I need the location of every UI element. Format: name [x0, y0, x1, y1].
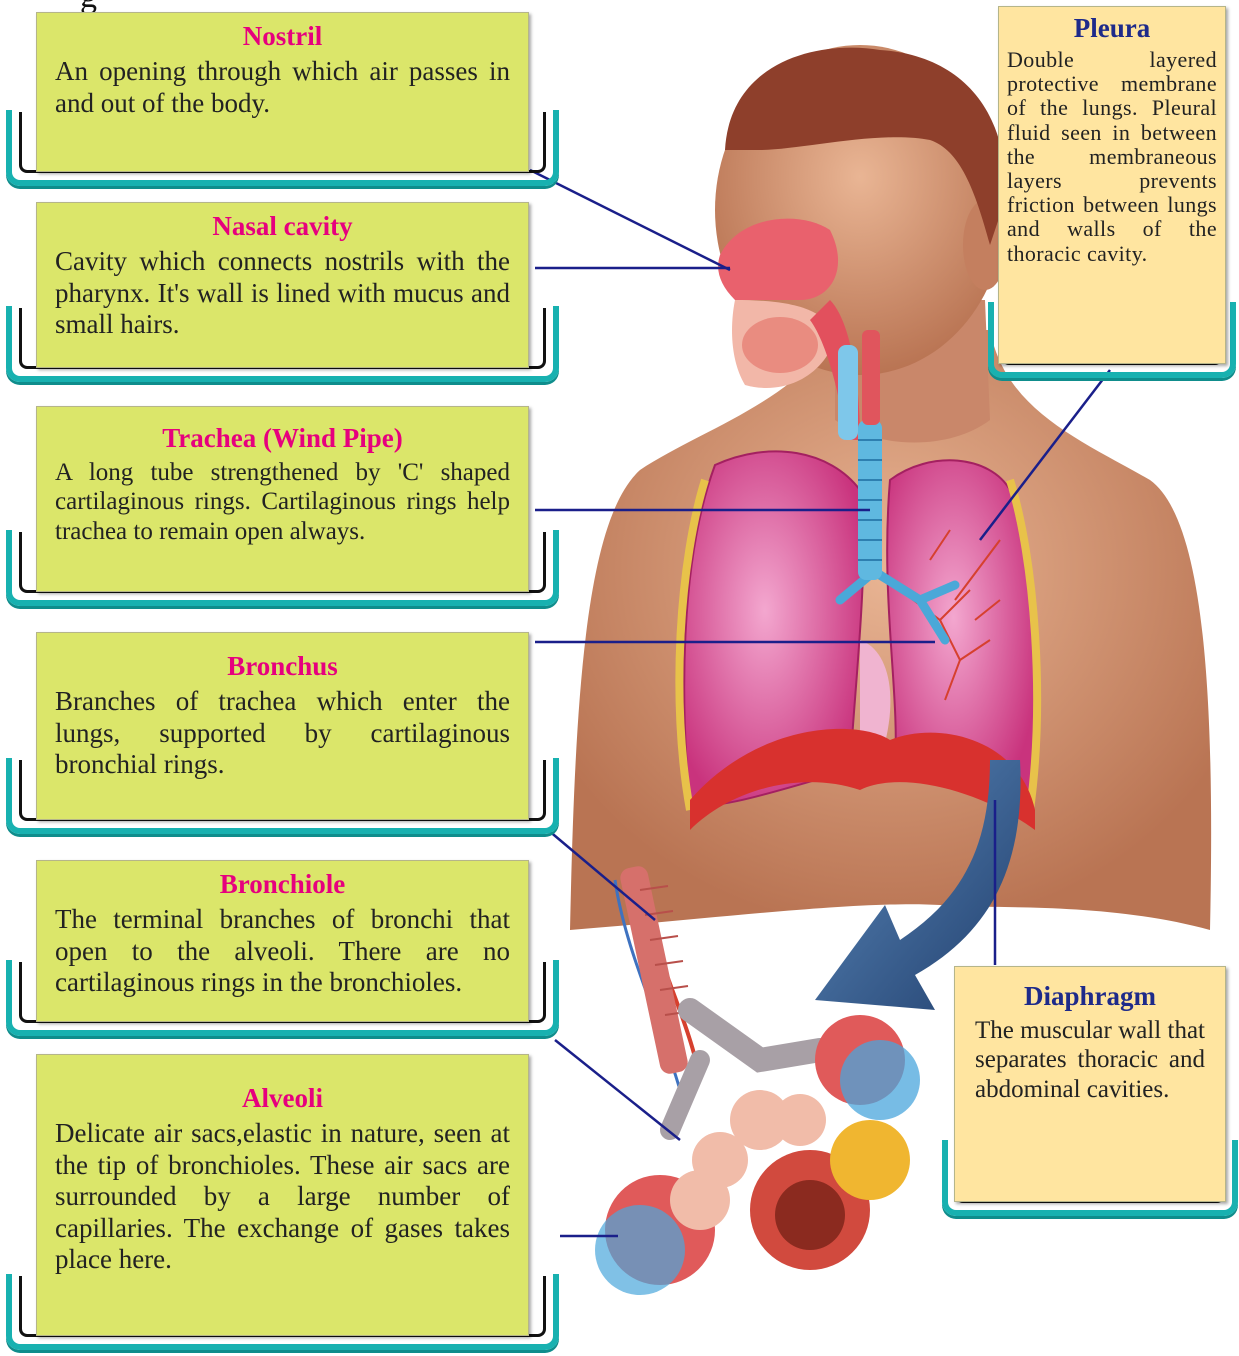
label-text: Branches of trachea which enter the lung…	[55, 686, 510, 781]
label-card: Pleura Double layered protective membran…	[998, 6, 1226, 364]
bronchiole-label: Bronchiole The terminal branches of bron…	[6, 860, 559, 1036]
tongue	[742, 317, 818, 373]
nostril-label: Nostril An opening through which air pas…	[6, 12, 559, 186]
label-text: An opening through which air passes in a…	[55, 56, 510, 119]
label-title: Bronchiole	[55, 869, 510, 900]
label-title: Diaphragm	[975, 981, 1205, 1012]
bronchus-label: Bronchus Branches of trachea which enter…	[6, 632, 559, 834]
label-card: Diaphragm The muscular wall that separat…	[954, 966, 1226, 1202]
label-text: Delicate air sacs,elastic in nature, see…	[55, 1118, 510, 1276]
label-title: Nostril	[55, 21, 510, 52]
pleura-label: Pleura Double layered protective membran…	[988, 6, 1236, 378]
label-text: The terminal branches of bronchi that op…	[55, 904, 510, 999]
label-card: Trachea (Wind Pipe) A long tube strength…	[36, 406, 529, 592]
esophagus	[862, 330, 880, 425]
leader-nostril	[530, 170, 730, 270]
label-text: A long tube strengthened by 'C' shaped c…	[55, 458, 510, 546]
label-title: Pleura	[1007, 13, 1217, 44]
label-card: Nasal cavity Cavity which connects nostr…	[36, 202, 529, 368]
label-title: Trachea (Wind Pipe)	[55, 423, 510, 454]
label-title: Bronchus	[55, 651, 510, 682]
label-card: Bronchus Branches of trachea which enter…	[36, 632, 529, 820]
alveoli-label: Alveoli Delicate air sacs,elastic in nat…	[6, 1054, 559, 1350]
label-card: Alveoli Delicate air sacs,elastic in nat…	[36, 1054, 529, 1336]
label-text: The muscular wall that separates thoraci…	[975, 1016, 1205, 1104]
label-title: Alveoli	[55, 1083, 510, 1114]
larynx	[838, 345, 858, 440]
nasal-cavity-label: Nasal cavity Cavity which connects nostr…	[6, 202, 559, 382]
label-text: Cavity which connects nostrils with the …	[55, 246, 510, 341]
trachea-label: Trachea (Wind Pipe) A long tube strength…	[6, 406, 559, 606]
diaphragm-label: Diaphragm The muscular wall that separat…	[942, 966, 1238, 1216]
label-card: Bronchiole The terminal branches of bron…	[36, 860, 529, 1022]
label-title: Nasal cavity	[55, 211, 510, 242]
label-text: Double layered protective membrane of th…	[1007, 48, 1217, 266]
label-card: Nostril An opening through which air pas…	[36, 12, 529, 172]
